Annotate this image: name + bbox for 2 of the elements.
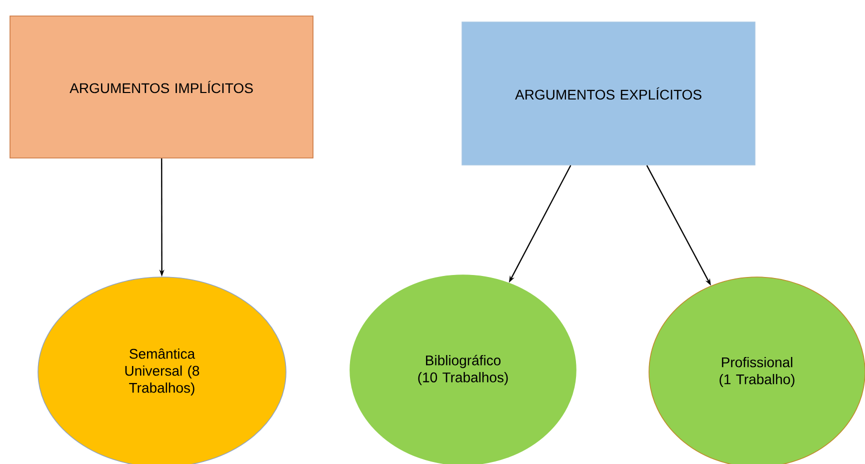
- concept-box: ARGUMENTOS IMPLÍCITOS: [10, 16, 314, 158]
- concept-box: ARGUMENTOS EXPLÍCITOS: [462, 22, 756, 166]
